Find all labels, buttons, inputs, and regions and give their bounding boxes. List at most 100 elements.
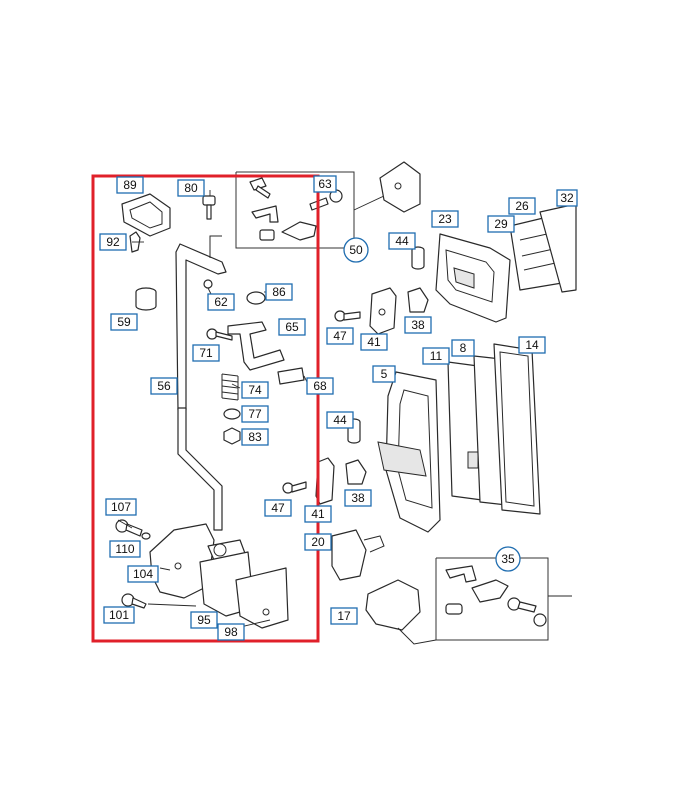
part-83-nut (223, 427, 241, 445)
part-47-bolt (282, 481, 307, 494)
part-41-bracket-lower (315, 457, 335, 505)
part-mount-plate (379, 161, 421, 213)
part-38-clip (407, 287, 429, 313)
svg-text:44: 44 (395, 234, 409, 248)
part-62-stud (203, 279, 213, 289)
svg-text:98: 98 (224, 625, 238, 639)
callout-74[interactable]: 74 (241, 381, 269, 399)
part-98-pad (235, 567, 289, 629)
callout-71[interactable]: 71 (192, 344, 220, 362)
part-77-washer (223, 408, 241, 420)
svg-text:56: 56 (157, 379, 171, 393)
part-20-connector (331, 529, 367, 581)
callout-92[interactable]: 92 (99, 233, 127, 251)
callout-17[interactable]: 17 (330, 607, 358, 625)
callout-101[interactable]: 101 (103, 606, 135, 624)
svg-text:95: 95 (197, 613, 211, 627)
callout-107[interactable]: 107 (105, 498, 137, 516)
svg-text:5: 5 (381, 367, 388, 381)
svg-text:38: 38 (411, 318, 425, 332)
svg-text:8: 8 (460, 341, 467, 355)
callout-77[interactable]: 77 (241, 405, 269, 423)
part-56-rod (175, 243, 227, 411)
part-89-cap (121, 193, 171, 237)
part-68-plate (277, 367, 305, 385)
svg-text:14: 14 (525, 338, 539, 352)
part-71-screw (206, 328, 233, 341)
svg-text:110: 110 (115, 542, 134, 556)
svg-text:80: 80 (184, 181, 198, 195)
callout-44-lower[interactable]: 44 (326, 411, 354, 429)
callout-59[interactable]: 59 (110, 313, 138, 331)
callout-32[interactable]: 32 (556, 189, 578, 207)
svg-text:29: 29 (494, 217, 508, 231)
part-44-spacer-top (411, 246, 425, 270)
part-80-bolt (202, 195, 216, 220)
part-86-cap (246, 291, 266, 305)
pedal-linkage-assembly (115, 193, 307, 629)
svg-text:47: 47 (333, 329, 347, 343)
callout-104[interactable]: 104 (127, 565, 159, 583)
callout-41-top[interactable]: 41 (360, 333, 388, 351)
highlight-frame (91, 174, 320, 643)
svg-text:68: 68 (313, 379, 327, 393)
callout-47-left[interactable]: 47 (264, 499, 292, 517)
callout-41-lower[interactable]: 41 (304, 505, 332, 523)
callout-11[interactable]: 11 (422, 347, 450, 365)
callout-8[interactable]: 8 (451, 339, 475, 357)
svg-text:83: 83 (248, 430, 262, 444)
part-56-rod-lower (177, 407, 223, 531)
svg-text:41: 41 (367, 335, 381, 349)
callout-56[interactable]: 56 (150, 377, 178, 395)
svg-text:86: 86 (272, 285, 286, 299)
svg-text:89: 89 (123, 178, 137, 192)
callout-38-lower[interactable]: 38 (344, 489, 372, 507)
callout-86[interactable]: 86 (265, 283, 293, 301)
callout-5[interactable]: 5 (372, 365, 396, 383)
callout-50[interactable]: 50 (343, 237, 369, 263)
callout-65[interactable]: 65 (278, 318, 306, 336)
callout-89[interactable]: 89 (116, 176, 144, 194)
svg-text:11: 11 (430, 349, 443, 363)
callout-23[interactable]: 23 (431, 210, 459, 228)
callout-80[interactable]: 80 (177, 179, 205, 197)
lamp-assembly (315, 161, 577, 645)
callout-14[interactable]: 14 (518, 336, 546, 354)
callout-83[interactable]: 83 (241, 428, 269, 446)
part-callouts: 89 80 92 62 86 59 65 71 56 74 68 77 83 1… (99, 175, 578, 641)
svg-text:107: 107 (111, 500, 131, 514)
svg-text:44: 44 (333, 413, 347, 427)
callout-95[interactable]: 95 (190, 611, 218, 629)
part-59-bushing (135, 287, 157, 311)
callout-29[interactable]: 29 (487, 215, 515, 233)
callout-62[interactable]: 62 (207, 293, 235, 311)
svg-text:101: 101 (109, 608, 129, 622)
svg-text:104: 104 (133, 567, 153, 581)
callout-63[interactable]: 63 (313, 175, 337, 193)
svg-text:74: 74 (248, 383, 262, 397)
svg-text:62: 62 (214, 295, 228, 309)
svg-text:77: 77 (248, 407, 262, 421)
svg-text:92: 92 (106, 235, 120, 249)
svg-text:35: 35 (501, 552, 515, 566)
svg-text:20: 20 (311, 535, 325, 549)
svg-text:38: 38 (351, 491, 365, 505)
inset-detail-50 (235, 171, 385, 249)
svg-text:50: 50 (349, 243, 363, 257)
callout-35[interactable]: 35 (495, 546, 521, 572)
callout-20[interactable]: 20 (304, 533, 332, 551)
callout-38-top[interactable]: 38 (404, 316, 432, 334)
callout-98[interactable]: 98 (217, 623, 245, 641)
part-47-bolt-right (334, 310, 361, 322)
callout-110[interactable]: 110 (109, 540, 141, 558)
callout-47-right[interactable]: 47 (326, 327, 354, 345)
part-101-screw (121, 593, 147, 609)
svg-text:23: 23 (438, 212, 452, 226)
part-32-cover (539, 203, 577, 293)
callout-44-top[interactable]: 44 (388, 232, 416, 250)
part-110-bolt (115, 519, 151, 540)
callout-26[interactable]: 26 (508, 197, 536, 215)
callout-68[interactable]: 68 (306, 377, 334, 395)
svg-text:59: 59 (117, 315, 131, 329)
